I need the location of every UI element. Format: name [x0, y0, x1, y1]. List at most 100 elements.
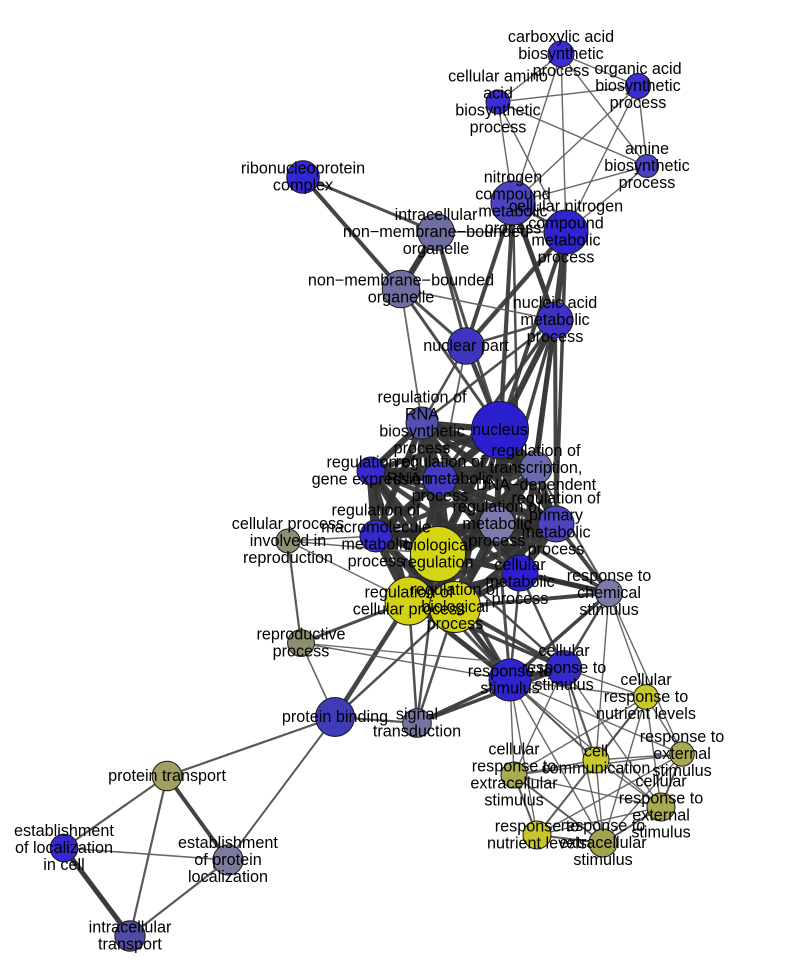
svg-text:regulation of: regulation of	[331, 501, 421, 519]
svg-text:carboxylic acid: carboxylic acid	[508, 28, 614, 46]
svg-text:response to: response to	[604, 688, 689, 706]
svg-text:biosynthetic: biosynthetic	[379, 423, 464, 441]
svg-text:biological: biological	[421, 598, 489, 616]
svg-text:regulation of: regulation of	[395, 453, 485, 471]
svg-text:reproduction: reproduction	[243, 549, 333, 567]
svg-text:regulation of: regulation of	[377, 388, 467, 406]
svg-text:cellular: cellular	[635, 772, 687, 790]
svg-text:process: process	[485, 220, 542, 238]
svg-text:acid: acid	[483, 84, 513, 102]
svg-text:primary: primary	[529, 506, 584, 524]
svg-text:cellular process: cellular process	[353, 601, 465, 619]
svg-text:biosynthetic: biosynthetic	[604, 157, 689, 175]
svg-text:process: process	[527, 328, 584, 346]
svg-text:non−membrane−bounded: non−membrane−bounded	[343, 223, 529, 241]
svg-text:regulation of: regulation of	[326, 453, 416, 471]
svg-text:biosynthetic: biosynthetic	[595, 77, 680, 95]
svg-text:process: process	[538, 249, 595, 267]
svg-text:intracellular: intracellular	[89, 918, 172, 936]
svg-text:in cell: in cell	[43, 856, 84, 874]
svg-text:regulation of: regulation of	[452, 498, 542, 516]
svg-text:communication: communication	[542, 760, 651, 778]
svg-text:metabolic: metabolic	[521, 524, 590, 542]
svg-text:metabolic: metabolic	[341, 536, 410, 554]
svg-text:localization: localization	[188, 868, 268, 886]
svg-text:cellular process: cellular process	[232, 515, 344, 533]
svg-text:stimulus: stimulus	[652, 762, 711, 780]
svg-text:metabolic: metabolic	[531, 232, 600, 250]
svg-text:process: process	[610, 94, 667, 112]
svg-text:cellular nitrogen: cellular nitrogen	[509, 197, 623, 215]
svg-text:intracellular: intracellular	[395, 206, 478, 224]
svg-text:response to: response to	[619, 789, 704, 807]
svg-text:regulation: regulation	[402, 554, 473, 572]
svg-text:organelle: organelle	[368, 289, 435, 307]
svg-text:compound: compound	[528, 214, 604, 232]
svg-text:response to: response to	[640, 728, 725, 746]
svg-text:cellular: cellular	[620, 671, 672, 689]
svg-text:process: process	[533, 62, 590, 80]
svg-text:response to: response to	[561, 817, 646, 835]
svg-text:nuclear part: nuclear part	[423, 337, 509, 355]
svg-text:regulation of: regulation of	[511, 489, 601, 507]
svg-text:process: process	[412, 487, 469, 505]
svg-text:extracellular: extracellular	[559, 834, 647, 852]
svg-text:amine: amine	[625, 140, 669, 158]
svg-text:metabolic: metabolic	[485, 573, 554, 591]
svg-text:extracellular: extracellular	[470, 775, 558, 793]
svg-text:process: process	[528, 541, 585, 559]
svg-text:protein binding: protein binding	[282, 708, 388, 726]
svg-text:nutrient levels: nutrient levels	[487, 835, 587, 853]
svg-text:involved in: involved in	[250, 532, 327, 550]
svg-text:stimulus: stimulus	[579, 601, 638, 619]
svg-text:nitrogen: nitrogen	[484, 168, 543, 186]
svg-text:cellular: cellular	[538, 642, 590, 660]
svg-text:macromolecule: macromolecule	[321, 518, 431, 536]
svg-text:process: process	[470, 119, 527, 137]
svg-text:stimulus: stimulus	[631, 824, 690, 842]
svg-text:nucleic acid: nucleic acid	[513, 294, 598, 312]
svg-text:regulation of: regulation of	[491, 442, 581, 460]
svg-text:metabolic: metabolic	[478, 203, 547, 221]
svg-text:transduction: transduction	[373, 723, 461, 741]
svg-text:nucleus: nucleus	[472, 421, 528, 439]
svg-text:regulation of: regulation of	[364, 583, 454, 601]
svg-text:chemical: chemical	[577, 584, 641, 602]
svg-text:establishment: establishment	[178, 834, 278, 852]
svg-text:biosynthetic: biosynthetic	[518, 45, 603, 63]
svg-text:stimulus: stimulus	[480, 680, 539, 698]
svg-text:cellular: cellular	[494, 556, 546, 574]
svg-text:process: process	[348, 553, 405, 571]
svg-text:stimulus: stimulus	[573, 851, 632, 869]
svg-text:process: process	[492, 590, 549, 608]
svg-text:transport: transport	[98, 936, 162, 954]
svg-text:process: process	[469, 532, 526, 550]
svg-text:metabolic: metabolic	[462, 515, 531, 533]
svg-text:response to: response to	[522, 659, 607, 677]
svg-text:organelle: organelle	[403, 240, 470, 258]
svg-text:response to: response to	[468, 662, 553, 680]
svg-text:cell: cell	[584, 742, 608, 760]
svg-text:stimulus: stimulus	[484, 792, 543, 810]
svg-text:biological: biological	[404, 536, 472, 554]
svg-text:transcription,: transcription,	[490, 459, 583, 477]
svg-text:gene expression: gene expression	[312, 471, 431, 489]
svg-text:response to: response to	[495, 817, 580, 835]
svg-text:process: process	[619, 174, 676, 192]
svg-text:compound: compound	[475, 185, 551, 203]
svg-text:protein transport: protein transport	[108, 767, 226, 785]
svg-text:cellular: cellular	[488, 740, 540, 758]
svg-text:complex: complex	[273, 177, 333, 195]
svg-text:signal: signal	[396, 705, 438, 723]
svg-text:process: process	[273, 643, 330, 661]
svg-text:of localization: of localization	[15, 839, 113, 857]
svg-text:regulation of: regulation of	[410, 581, 500, 599]
svg-text:nutrient levels: nutrient levels	[596, 705, 696, 723]
svg-text:process: process	[394, 440, 451, 458]
svg-text:ribonucleoprotein: ribonucleoprotein	[241, 159, 365, 177]
svg-text:organic acid: organic acid	[594, 60, 681, 78]
svg-text:biosynthetic: biosynthetic	[455, 102, 540, 120]
svg-text:RNA metabolic: RNA metabolic	[386, 470, 493, 488]
svg-text:metabolic: metabolic	[520, 311, 589, 329]
svg-text:establishment: establishment	[14, 822, 114, 840]
